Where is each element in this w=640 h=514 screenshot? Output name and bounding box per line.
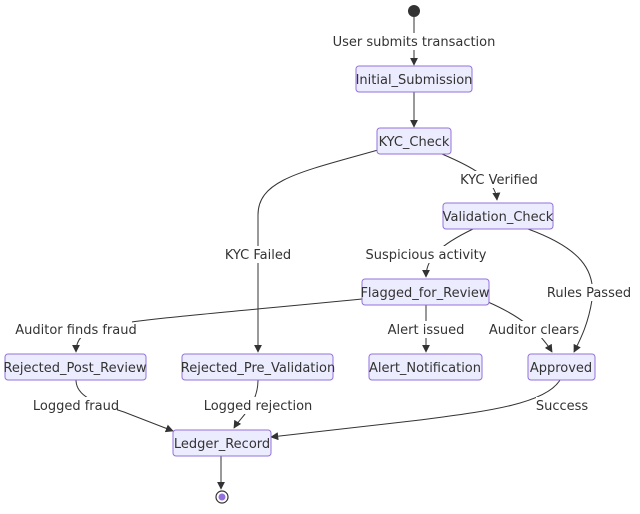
- label-approved-to-ledger: Success: [536, 397, 589, 414]
- state-kyc-check: KYC_Check: [376, 127, 452, 155]
- label-start-to-submission: User submits transaction: [333, 33, 496, 50]
- svg-text:Logged fraud: Logged fraud: [33, 399, 119, 414]
- start-marker: [408, 5, 420, 17]
- edge-approved-to-ledger: [270, 379, 561, 441]
- svg-text:Auditor clears: Auditor clears: [489, 323, 580, 338]
- svg-text:KYC Failed: KYC Failed: [225, 248, 291, 263]
- label-rejected-post-to-ledger: Logged fraud: [33, 397, 119, 414]
- end-marker: [215, 490, 229, 504]
- svg-text:Success: Success: [536, 399, 589, 414]
- svg-text:Rules Passed: Rules Passed: [547, 286, 631, 301]
- state-approved: Approved: [527, 353, 596, 381]
- state-ledger-record: Ledger_Record: [172, 429, 272, 457]
- svg-text:Rejected_Post_Review: Rejected_Post_Review: [3, 361, 147, 376]
- label-flagged-to-rejected-post: Auditor finds fraud: [15, 321, 137, 338]
- label-validation-to-flagged: Suspicious activity: [366, 246, 487, 263]
- svg-text:Suspicious activity: Suspicious activity: [366, 248, 487, 263]
- svg-text:KYC_Check: KYC_Check: [379, 135, 450, 150]
- svg-text:Auditor finds fraud: Auditor finds fraud: [15, 323, 137, 338]
- svg-text:Alert_Notification: Alert_Notification: [369, 361, 481, 376]
- state-alert-notification: Alert_Notification: [368, 353, 483, 381]
- svg-text:Rejected_Pre_Validation: Rejected_Pre_Validation: [181, 361, 335, 376]
- state-rejected-pre-validation: Rejected_Pre_Validation: [181, 353, 335, 381]
- svg-text:Alert issued: Alert issued: [388, 323, 465, 338]
- state-rejected-post-review: Rejected_Post_Review: [3, 353, 147, 381]
- edge-kyc-to-rejected-pre: [254, 149, 379, 353]
- label-validation-to-approved: Rules Passed: [547, 284, 631, 301]
- svg-text:User submits transaction: User submits transaction: [333, 35, 496, 50]
- label-flagged-to-alert: Alert issued: [388, 321, 465, 338]
- svg-text:Flagged_for_Review: Flagged_for_Review: [360, 286, 489, 301]
- state-flagged-for-review: Flagged_for_Review: [360, 278, 490, 306]
- svg-text:Approved: Approved: [530, 361, 592, 376]
- label-rejected-pre-to-ledger: Logged rejection: [204, 397, 313, 414]
- label-flagged-to-approved: Auditor clears: [489, 321, 580, 338]
- label-kyc-to-rejected-pre: KYC Failed: [225, 246, 291, 263]
- state-validation-check: Validation_Check: [442, 202, 554, 230]
- svg-text:Ledger_Record: Ledger_Record: [174, 437, 270, 452]
- state-initial-submission: Initial_Submission: [355, 65, 473, 93]
- svg-text:KYC Verified: KYC Verified: [460, 173, 538, 188]
- svg-text:Initial_Submission: Initial_Submission: [356, 73, 473, 88]
- label-kyc-to-validation: KYC Verified: [460, 171, 538, 188]
- svg-text:Logged rejection: Logged rejection: [204, 399, 313, 414]
- svg-text:Validation_Check: Validation_Check: [443, 210, 554, 225]
